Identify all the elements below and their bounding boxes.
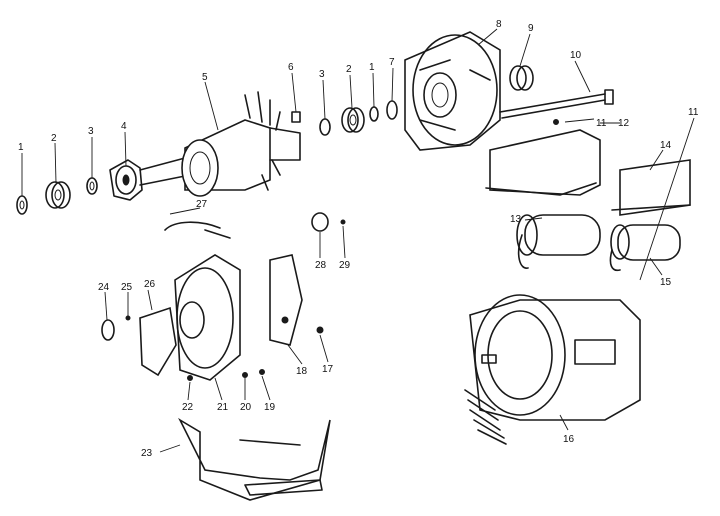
- leader-lines: [21, 28, 695, 453]
- callout-11: 11: [596, 118, 607, 129]
- capacitor-cover-part-14: [611, 159, 691, 216]
- capacitor-part-13: [516, 214, 601, 269]
- callout-11b: 11: [688, 107, 699, 118]
- callout-7: 7: [389, 57, 395, 68]
- callout-16: 16: [563, 434, 575, 445]
- bearing-part-2b: [341, 107, 365, 133]
- callout-27: 27: [196, 199, 208, 210]
- lead-part-27: [164, 221, 231, 239]
- callout-28: 28: [315, 260, 327, 271]
- through-bolt-part-10: [499, 89, 614, 119]
- callout-20: 20: [240, 402, 252, 413]
- callout-2b: 2: [346, 64, 352, 75]
- washer-part-1b: [369, 106, 379, 122]
- screw-part-20: [242, 372, 248, 378]
- callout-3: 3: [88, 126, 94, 137]
- callout-29: 29: [339, 260, 351, 271]
- callout-25: 25: [121, 282, 133, 293]
- callout-24: 24: [98, 282, 110, 293]
- callout-15: 15: [660, 277, 672, 288]
- callout-2: 2: [51, 133, 57, 144]
- end-bell-part-8: [404, 31, 501, 151]
- retaining-ring-part-3b: [319, 118, 331, 136]
- callout-18: 18: [296, 366, 308, 377]
- retaining-ring-part-3: [86, 177, 98, 195]
- callout-21: 21: [217, 402, 229, 413]
- wave-washer-part-7: [386, 100, 398, 120]
- bearing-part-2: [45, 181, 71, 209]
- callout-5: 5: [202, 72, 208, 83]
- nut-part-28: [311, 212, 329, 232]
- screw-part-29: [340, 219, 346, 225]
- rotor-shaft-part-5: [139, 91, 301, 197]
- screw-part-11: [553, 119, 559, 125]
- screw-part-19: [259, 369, 265, 375]
- cover-part-26: [139, 306, 177, 377]
- key-part-6: [291, 111, 301, 123]
- screw-part-25: [125, 315, 131, 321]
- plug-part-9: [509, 65, 534, 91]
- switch-part-18: [269, 254, 303, 346]
- washer-part-1: [16, 195, 28, 215]
- callout-1b: 1: [369, 62, 375, 73]
- callout-23: 23: [141, 448, 153, 459]
- callout-8: 8: [496, 19, 502, 30]
- callout-12: 12: [618, 118, 630, 129]
- end-bell-part-21: [174, 254, 241, 381]
- callout-26: 26: [144, 279, 156, 290]
- callout-19: 19: [264, 402, 276, 413]
- callout-1: 1: [18, 142, 24, 153]
- callout-22: 22: [182, 402, 194, 413]
- callout-labels: 1 2 3 4 5 6 3 2 1 7 8 9 10 11 11 12 13 1…: [18, 19, 699, 459]
- callout-13: 13: [510, 214, 522, 225]
- screw-part-17: [316, 326, 324, 334]
- callout-10: 10: [570, 50, 582, 61]
- callout-6: 6: [288, 62, 294, 73]
- callout-4: 4: [121, 121, 127, 132]
- base-part-23: [178, 417, 331, 501]
- capacitor-part-15: [609, 224, 681, 272]
- callout-9: 9: [528, 23, 534, 34]
- callout-17: 17: [322, 364, 334, 375]
- motor-frame-part-16: [464, 294, 641, 445]
- callout-14: 14: [660, 140, 672, 151]
- capacitor-cover-part-12: [485, 129, 601, 196]
- plug-part-24: [101, 319, 115, 341]
- callout-3b: 3: [319, 69, 325, 80]
- screw-part-22: [187, 375, 193, 381]
